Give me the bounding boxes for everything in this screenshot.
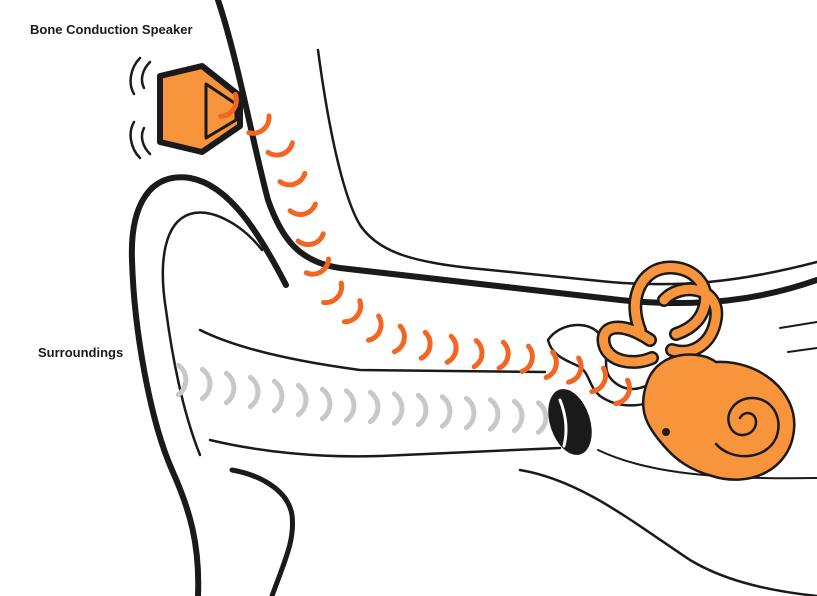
bone-wave-arc [344, 301, 360, 322]
bone-wave-arc [369, 316, 382, 340]
air-wave-arc [538, 403, 546, 432]
air-wave-arc [346, 391, 354, 420]
bone-wave-arc [290, 204, 315, 214]
bone-wave-arc [324, 283, 342, 303]
air-wave-arc [490, 400, 498, 429]
bone-wave-arc [499, 342, 508, 368]
bone-wave-arc [394, 326, 404, 352]
air-wave-arc [442, 397, 450, 426]
skin-inner-outline [318, 50, 817, 284]
cochlea-body [643, 355, 794, 480]
head-outline [218, 0, 817, 303]
speaker-label: Bone Conduction Speaker [30, 22, 193, 37]
bone-wave-arc [522, 346, 532, 371]
pinna-inner-fold [163, 213, 262, 455]
bone-wave-arc [421, 332, 430, 358]
air-wave-arc [394, 394, 402, 423]
bone-wave-arc [268, 143, 292, 155]
pinna-lower-lobe [232, 470, 293, 596]
air-wave-arc [202, 369, 210, 398]
air-wave-arc [226, 373, 234, 402]
air-conduction-waves [178, 365, 546, 432]
bone-wave-arc [546, 352, 556, 377]
bone-wave-arc [298, 234, 323, 245]
auditory-nerve [780, 322, 817, 352]
air-wave-arc [322, 389, 330, 418]
bone-wave-arc [447, 336, 456, 362]
air-wave-arc [370, 392, 378, 421]
air-wave-arc [250, 377, 258, 406]
jaw-outline [520, 470, 817, 596]
bone-wave-arc [280, 173, 305, 184]
ear-canal-lower-wall [210, 440, 560, 456]
oval-window [662, 428, 670, 436]
air-wave-arc [274, 381, 282, 410]
air-wave-arc [298, 385, 306, 414]
air-wave-arc [514, 401, 522, 430]
air-wave-arc [418, 395, 426, 424]
surroundings-label: Surroundings [38, 345, 123, 360]
bone-wave-arc [474, 341, 482, 367]
air-wave-arc [466, 398, 474, 427]
speaker-vibration-marks [131, 58, 150, 158]
